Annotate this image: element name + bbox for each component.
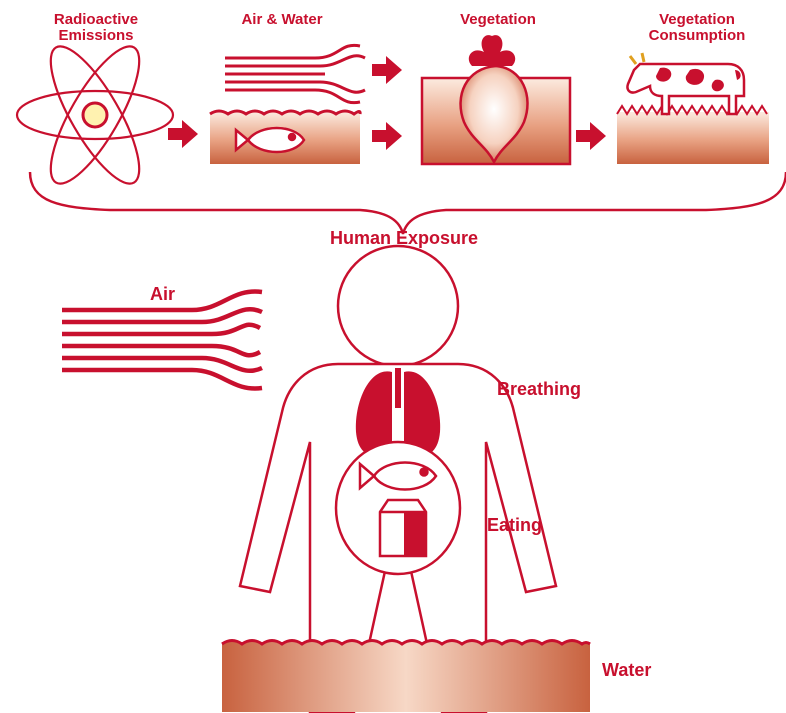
vegetation-consumption-label: Vegetation Consumption [649,12,746,44]
air-water-label: Air & Water [241,12,322,28]
radioactive-label-line1: Radioactive [54,12,138,28]
vegetation-label: Vegetation [460,12,536,28]
atom-icon [17,35,173,194]
wind-icon [62,292,262,389]
human-exposure-label: Human Exposure [330,229,478,248]
arrow-icon [168,120,198,148]
grass-box [617,106,769,164]
arrow-icon [372,56,402,84]
water-label: Water [602,661,651,680]
water-pool [222,641,590,713]
grouping-brace [30,172,786,234]
cow-icon [627,53,744,114]
eating-label: Eating [487,516,542,535]
veg-consumption-label-line2: Consumption [649,28,746,44]
radioactive-emissions-label: Radioactive Emissions [54,12,138,44]
milk-carton-icon [380,500,426,556]
radioactive-label-line2: Emissions [54,28,138,44]
arrow-icon [372,122,402,150]
arrow-icon [576,122,606,150]
wind-icon [225,45,365,102]
breathing-label: Breathing [497,380,581,399]
air-label: Air [150,285,175,304]
veg-consumption-label-line1: Vegetation [649,12,746,28]
